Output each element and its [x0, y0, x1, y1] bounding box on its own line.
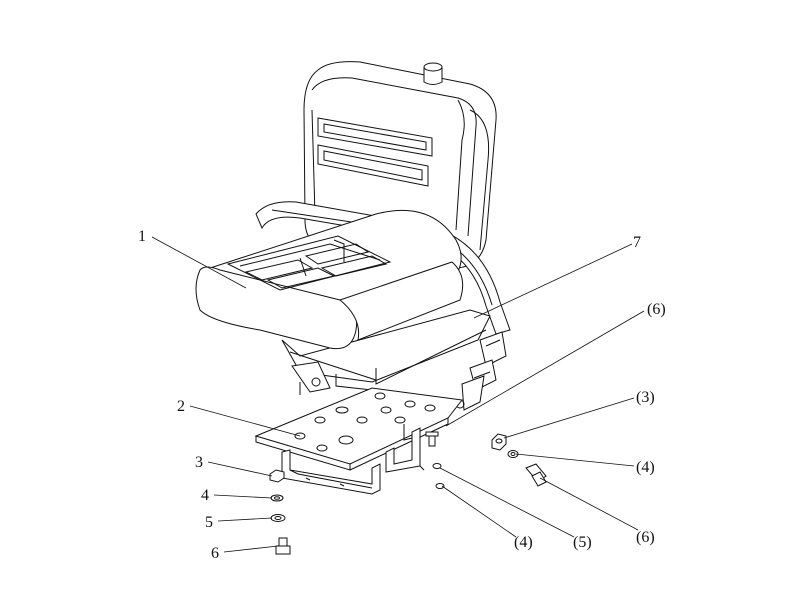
callout-4-right: (4) — [636, 459, 655, 476]
callout-labels: 1 2 3 4 5 6 7 (6) (3) (4) (6) (4) (5) — [138, 228, 666, 562]
callout-3-right: (3) — [636, 389, 655, 406]
callout-6: 6 — [211, 545, 219, 562]
callout-6-upper-right: (6) — [647, 301, 666, 318]
base-plate — [254, 387, 463, 471]
callout-7: 7 — [633, 234, 641, 251]
callout-1: 1 — [138, 228, 146, 245]
mounting-brackets — [281, 424, 425, 495]
callout-6-right: (6) — [636, 529, 655, 546]
leader-lines — [151, 236, 645, 553]
callout-4: 4 — [201, 487, 209, 504]
callout-5-bottom: (5) — [573, 534, 592, 551]
fasteners-left — [269, 469, 291, 555]
fasteners-center — [425, 431, 445, 489]
fasteners-right — [491, 433, 547, 487]
callout-3: 3 — [195, 454, 203, 471]
seat-cushion — [195, 209, 464, 350]
callout-4-bottom: (4) — [514, 534, 533, 551]
seat-frame — [281, 309, 491, 395]
callout-5: 5 — [205, 514, 213, 531]
callout-2: 2 — [177, 398, 185, 415]
